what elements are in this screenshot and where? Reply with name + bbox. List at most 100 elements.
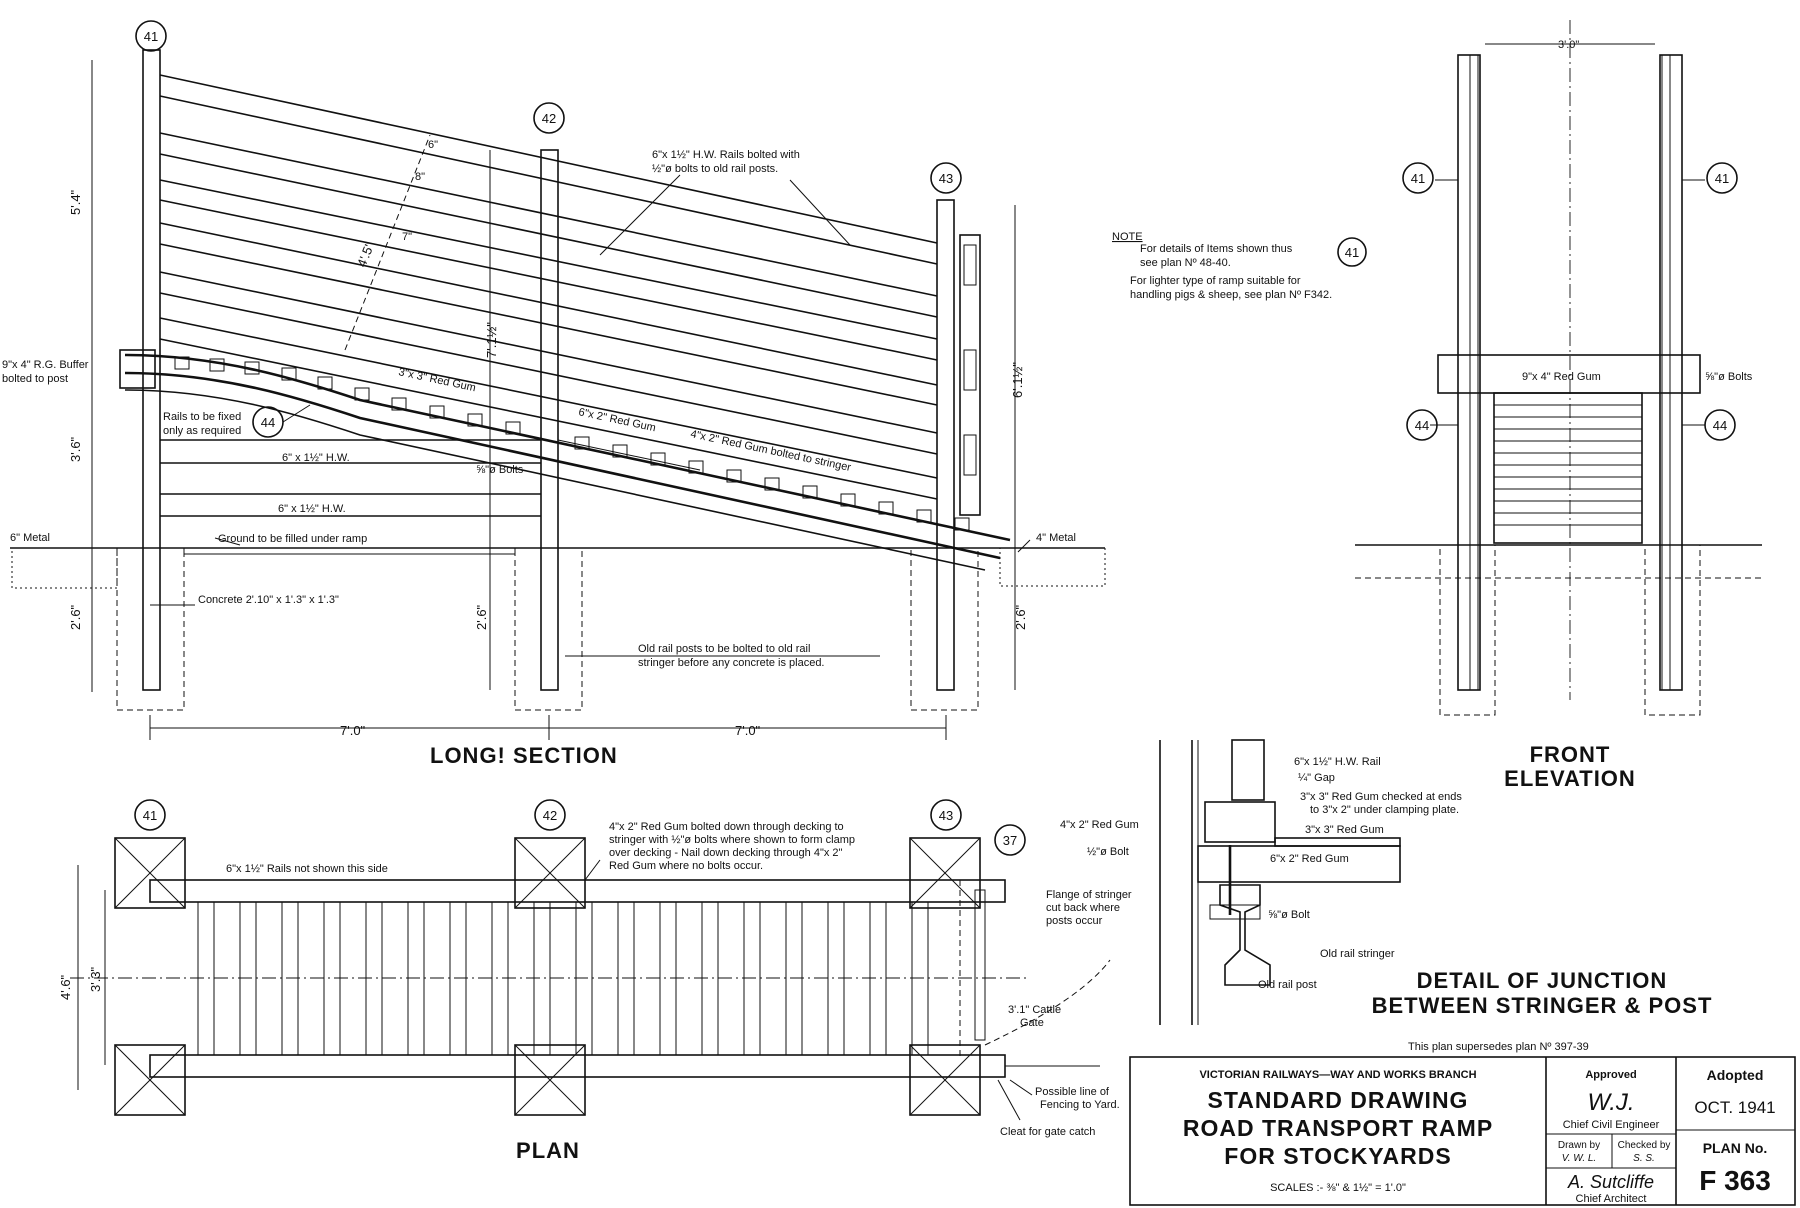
front-dim-3-0: 3'.0" (1558, 39, 1579, 51)
svg-text:42: 42 (542, 111, 556, 126)
adopted-label: Adopted (1707, 1067, 1764, 1083)
plan-view (70, 837, 1111, 1121)
detail-rg-3x3: 3"x 3" Red Gum (1305, 824, 1384, 836)
bolts-label: ⅝"ø Bolts (476, 464, 524, 476)
marker-44-long: 44 (252, 404, 311, 438)
plan-gum-note-3: over decking - Nail down decking through… (609, 847, 843, 859)
marker-37-plan: 37 (994, 824, 1026, 856)
svg-text:43: 43 (939, 171, 953, 186)
ramp-decking (174, 356, 970, 531)
adopted-date: OCT. 1941 (1694, 1098, 1775, 1117)
dim-7-0-b: 7'.0" (735, 723, 761, 738)
detail-bolt-half: ½"ø Bolt (1087, 846, 1129, 858)
detail-flange-1: Flange of stringer (1046, 889, 1132, 901)
red-gum-6x2-label: 6"x 2" Red Gum (577, 406, 657, 434)
plan-no-label: PLAN No. (1703, 1140, 1768, 1156)
ground-note: Ground to be filled under ramp (218, 533, 367, 545)
rails-note-1: 6"x 1½" H.W. Rails bolted with (652, 149, 800, 161)
detail-title-1: DETAIL OF JUNCTION (1417, 968, 1668, 993)
detail-view (1159, 739, 1401, 1025)
post-43 (936, 199, 955, 691)
hw-rail-label-1: 6" x 1½" H.W. (282, 452, 350, 464)
dim-7: 7" (402, 231, 412, 243)
long-section-dimensions (91, 60, 1016, 740)
buffer-note-2: bolted to post (2, 373, 68, 385)
plan-gum-note-1: 4"x 2" Red Gum bolted down through decki… (609, 821, 844, 833)
marker-43-long: 43 (930, 162, 962, 194)
chief-architect: Chief Architect (1576, 1193, 1647, 1205)
detail-rg-6x2: 6"x 2" Red Gum (1270, 853, 1349, 865)
detail-hw-rail: 6"x 1½" H.W. Rail (1294, 756, 1381, 768)
note-block: NOTE For details of Items shown thus see… (1112, 231, 1367, 301)
hw-rail-label-2: 6" x 1½" H.W. (278, 503, 346, 515)
marker-41-front-right: 41 (1706, 162, 1738, 194)
cattle-gate-2: Gate (1020, 1017, 1044, 1029)
ramp-stringer (119, 349, 1011, 571)
approved-label: Approved (1585, 1069, 1636, 1081)
drawn-by-initials: V. W. L. (1562, 1153, 1596, 1164)
front-decking (1493, 392, 1643, 544)
long-section-view (10, 49, 1106, 740)
dim-2-6-c: 2'.6" (1013, 604, 1028, 630)
checked-by-initials: S. S. (1633, 1153, 1655, 1164)
metal-4-label: 4" Metal (1036, 532, 1076, 544)
detail-checked-2: to 3"x 2" under clamping plate. (1310, 804, 1459, 816)
svg-text:37: 37 (1003, 833, 1017, 848)
front-elevation-title-2: ELEVATION (1504, 766, 1636, 791)
plan-dim-4-6: 4'.6" (58, 974, 73, 1000)
footing-43 (910, 547, 979, 711)
svg-text:41: 41 (1345, 245, 1359, 260)
footing-41 (116, 547, 185, 711)
detail-red-gum-block (1204, 801, 1276, 843)
fencing-2: Fencing to Yard. (1040, 1099, 1120, 1111)
dim-6-top: 6" (428, 139, 438, 151)
front-bolts-label: ⅝"ø Bolts (1705, 371, 1753, 383)
architect-signature: A. Sutcliffe (1567, 1172, 1654, 1192)
long-section-title: LONG! SECTION (430, 743, 618, 768)
svg-text:For lighter type of ramp suita: For lighter type of ramp suitable for (1130, 275, 1301, 287)
dim-7-0-a: 7'.0" (340, 723, 366, 738)
metal-6-label: 6" Metal (10, 532, 50, 544)
approved-signature: W.J. (1587, 1089, 1634, 1116)
concrete-note: Concrete 2'.10" x 1'.3" x 1'.3" (198, 594, 339, 606)
supersedes-note: This plan supersedes plan Nº 397-39 (1408, 1041, 1589, 1053)
marker-43-plan: 43 (930, 799, 962, 831)
svg-text:43: 43 (939, 808, 953, 823)
old-posts-note-2: stringer before any concrete is placed. (638, 657, 825, 669)
svg-text:see plan Nº 48-40.: see plan Nº 48-40. (1140, 257, 1231, 269)
footing-42 (514, 547, 583, 711)
dim-3-6: 3'.6" (68, 436, 83, 462)
front-red-gum-label: 9"x 4" Red Gum (1522, 371, 1601, 383)
svg-text:41: 41 (1411, 171, 1425, 186)
red-gum-4x2-label: 4"x 2" Red Gum bolted to stringer (689, 428, 852, 474)
detail-flange-3: posts occur (1046, 915, 1103, 927)
dim-5-4: 5'.4" (68, 189, 83, 215)
chief-civil-engineer: Chief Civil Engineer (1563, 1119, 1660, 1131)
rails-note-2: ½"ø bolts to old rail posts. (652, 163, 778, 175)
ground-line (10, 547, 1106, 589)
checked-by-label: Checked by (1618, 1140, 1671, 1151)
svg-text:For details of Items shown thu: For details of Items shown thus (1140, 243, 1293, 255)
svg-text:44: 44 (261, 415, 275, 430)
sloped-rails (159, 74, 938, 500)
svg-text:42: 42 (543, 808, 557, 823)
rails-not-shown: 6"x 1½" Rails not shown this side (226, 863, 388, 875)
svg-text:41: 41 (144, 29, 158, 44)
title-line-1: STANDARD DRAWING (1208, 1087, 1469, 1113)
old-posts-note-1: Old rail posts to be bolted to old rail (638, 643, 810, 655)
marker-41-front-left: 41 (1402, 162, 1434, 194)
marker-41-long: 41 (135, 20, 167, 52)
drawn-by-label: Drawn by (1558, 1140, 1600, 1151)
title-block (1129, 1056, 1796, 1206)
post-41 (142, 49, 161, 691)
svg-text:41: 41 (143, 808, 157, 823)
marker-44-front-right: 44 (1704, 409, 1736, 441)
detail-rail-stringer (1219, 884, 1271, 986)
detail-old-stringer: Old rail stringer (1320, 948, 1395, 960)
dim-6-1: 6'.1½" (1010, 362, 1025, 398)
detail-gap: ¼" Gap (1298, 772, 1335, 784)
plan-number: F 363 (1699, 1165, 1771, 1196)
marker-42-long: 42 (533, 102, 565, 134)
detail-checked-1: 3"x 3" Red Gum checked at ends (1300, 791, 1462, 803)
